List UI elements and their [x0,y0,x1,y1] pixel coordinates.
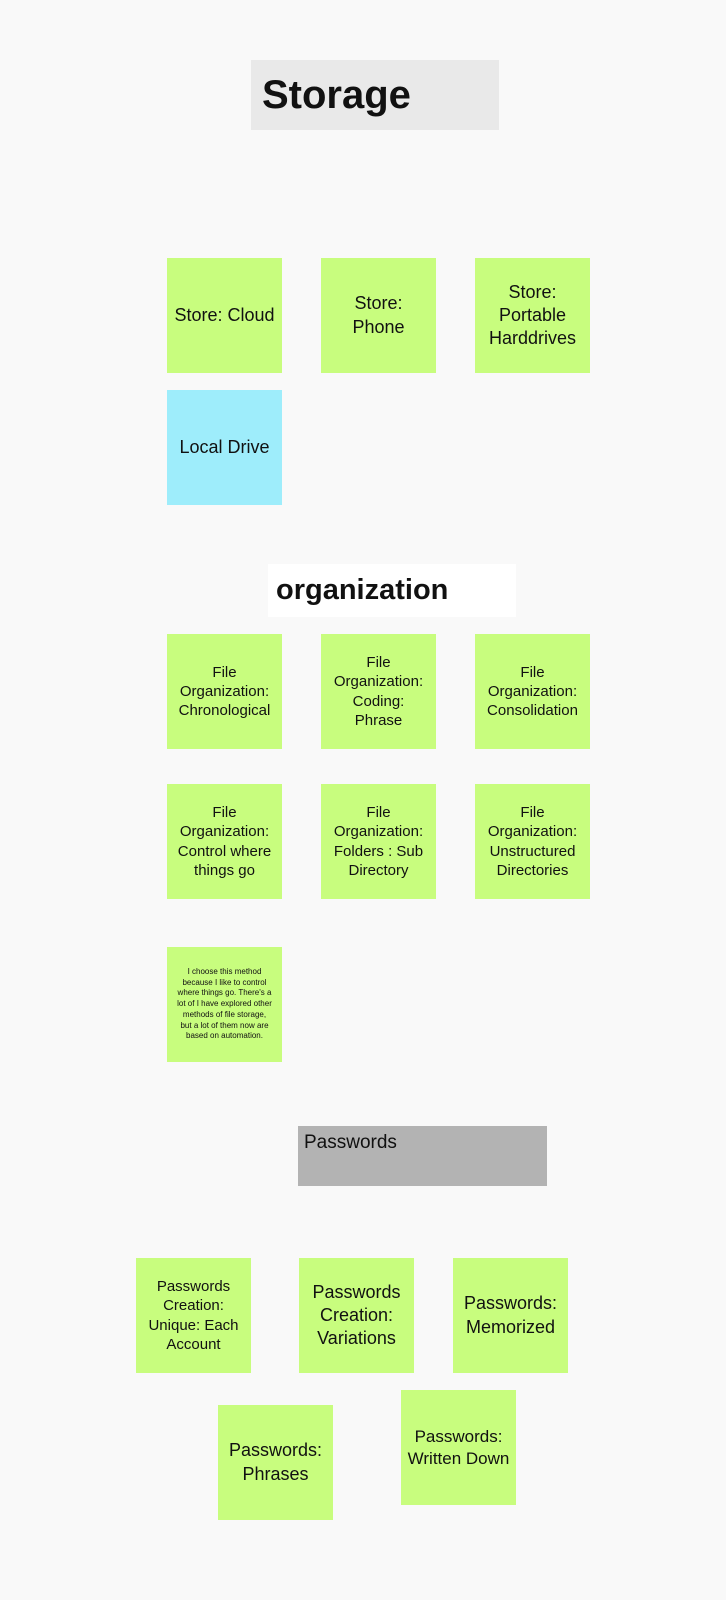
sticky-note-file-org-control[interactable]: File Organization: Control where things … [167,784,282,899]
sticky-note-file-org-coding-phrase[interactable]: File Organization: Coding: Phrase [321,634,436,749]
sticky-note-method-explanation[interactable]: I choose this method because I like to c… [167,947,282,1062]
sticky-note-file-org-chronological[interactable]: File Organization: Chronological [167,634,282,749]
sticky-note-store-phone[interactable]: Store: Phone [321,258,436,373]
sticky-note-file-org-folders[interactable]: File Organization: Folders : Sub Directo… [321,784,436,899]
sticky-note-file-org-consolidation[interactable]: File Organization: Consolidation [475,634,590,749]
sticky-note-passwords-unique[interactable]: Passwords Creation: Unique: Each Account [136,1258,251,1373]
sticky-note-local-drive[interactable]: Local Drive [167,390,282,505]
organization-section-title[interactable]: organization [268,564,516,617]
sticky-note-passwords-memorized[interactable]: Passwords: Memorized [453,1258,568,1373]
sticky-note-store-portable-harddrives[interactable]: Store: Portable Harddrives [475,258,590,373]
passwords-section-title[interactable]: Passwords [298,1126,547,1186]
storage-section-title[interactable]: Storage [251,60,499,130]
sticky-note-store-cloud[interactable]: Store: Cloud [167,258,282,373]
sticky-note-file-org-unstructured[interactable]: File Organization: Unstructured Director… [475,784,590,899]
sticky-note-passwords-phrases[interactable]: Passwords: Phrases [218,1405,333,1520]
sticky-note-passwords-written-down[interactable]: Passwords: Written Down [401,1390,516,1505]
sticky-note-passwords-variations[interactable]: Passwords Creation: Variations [299,1258,414,1373]
